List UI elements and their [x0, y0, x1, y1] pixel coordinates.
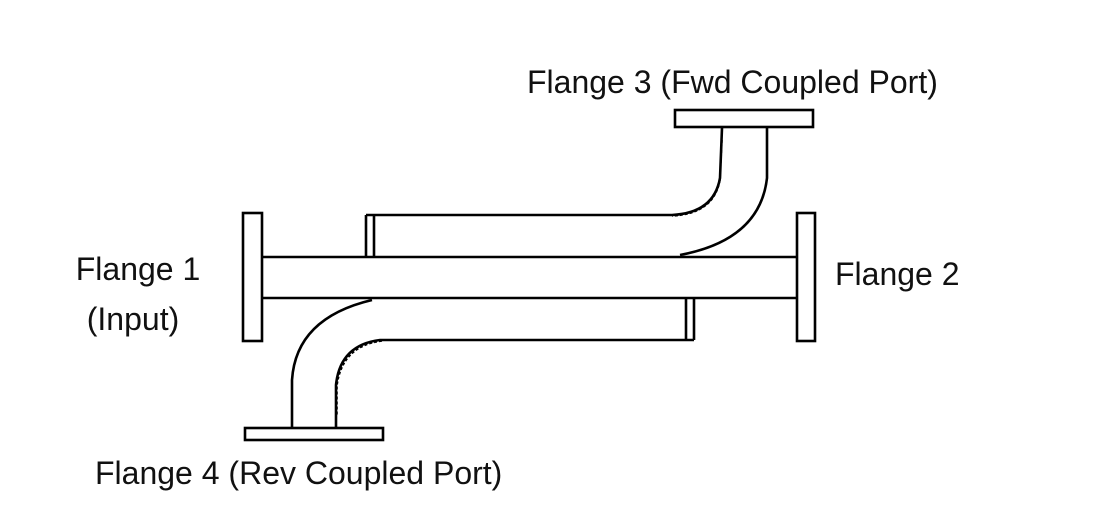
reverse-coupled-arm	[290, 298, 696, 427]
flange-4-shape	[243, 426, 385, 442]
flange-2-label: Flange 2	[835, 256, 960, 292]
flange-4-label: Flange 4 (Rev Coupled Port)	[95, 455, 502, 491]
main-waveguide	[262, 255, 797, 300]
flange-2-shape	[795, 211, 817, 343]
flange-1-sublabel: (Input)	[87, 301, 179, 337]
flange-3-label: Flange 3 (Fwd Coupled Port)	[527, 64, 938, 100]
flange-1-shape	[241, 211, 264, 343]
flange-1-label: Flange 1	[76, 251, 201, 287]
flange-3-shape	[673, 108, 815, 129]
forward-coupled-arm	[364, 127, 769, 257]
